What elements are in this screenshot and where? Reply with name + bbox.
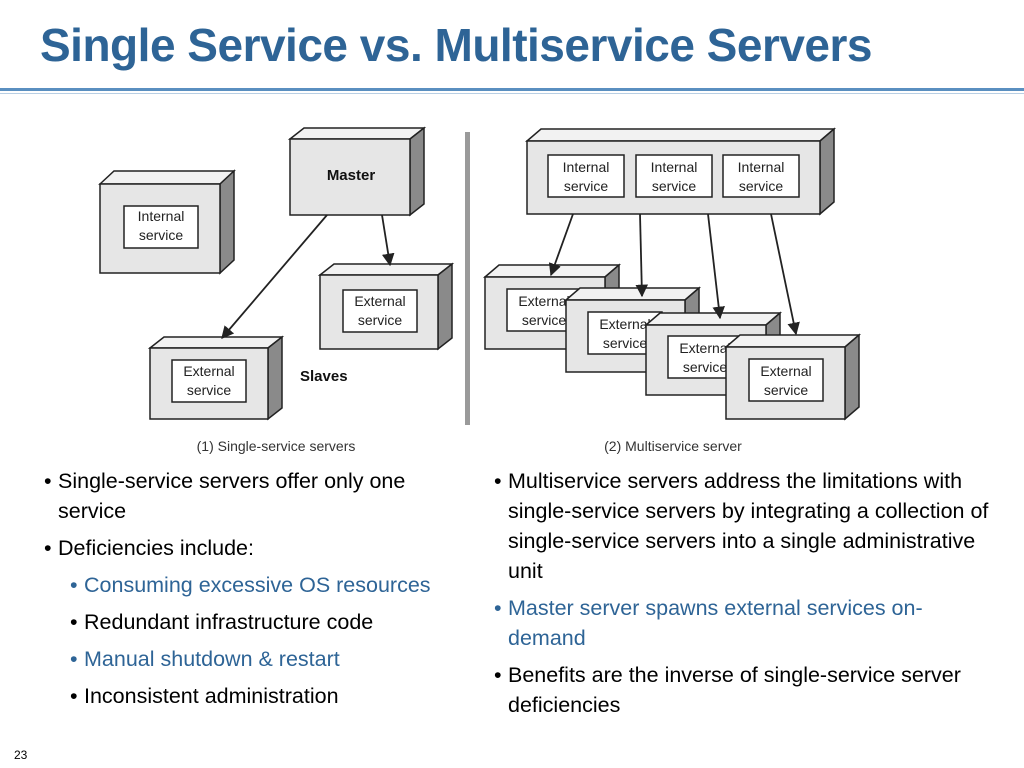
- right-external-node-4: External service: [723, 333, 862, 421]
- left-external-upper-label-1: External: [354, 293, 405, 309]
- bullet-marker: •: [70, 684, 78, 708]
- right-external-1-label-1: External: [518, 293, 569, 309]
- left-internal-node: Internal service: [98, 169, 236, 275]
- server-architecture-diagram: Internal service Master External service…: [98, 126, 862, 454]
- arrow-master-to-upper: [381, 214, 395, 267]
- bullet-item: •Master server spawns external services …: [494, 593, 994, 653]
- slide-title: Single Service vs. Multiservice Servers: [40, 19, 873, 71]
- bullet-text: Inconsistent administration: [84, 684, 339, 708]
- right-external-4-label-1: External: [760, 363, 811, 379]
- bullet-text: Benefits are the inverse of single-servi…: [508, 663, 961, 717]
- bullet-marker: •: [70, 610, 78, 634]
- slaves-label: Slaves: [300, 368, 348, 385]
- right-internal-1-label-2: service: [564, 178, 609, 194]
- arrow-multi-to-ext3: [707, 213, 725, 320]
- bullet-item: •Manual shutdown & restart: [70, 644, 464, 674]
- bullet-text: Manual shutdown & restart: [84, 647, 340, 671]
- bullet-item: •Benefits are the inverse of single-serv…: [494, 660, 994, 720]
- bullet-item: •Multiservice servers address the limita…: [494, 466, 994, 586]
- right-internal-1-label-1: Internal: [563, 159, 610, 175]
- bullet-marker: •: [70, 573, 78, 597]
- bullet-item: •Redundant infrastructure code: [70, 607, 464, 637]
- right-external-2-label-1: External: [599, 316, 650, 332]
- left-external-upper-label-2: service: [358, 312, 403, 328]
- master-label: Master: [327, 167, 376, 184]
- bullet-marker: •: [44, 469, 52, 493]
- right-internal-3-label-2: service: [739, 178, 784, 194]
- title-rule-thin: [0, 93, 1024, 94]
- left-external-node-lower: External service: [147, 335, 285, 421]
- right-external-3-label-1: External: [679, 340, 730, 356]
- bullet-text: Consuming excessive OS resources: [84, 573, 431, 597]
- bullet-item: •Single-service servers offer only one s…: [44, 466, 464, 526]
- arrow-multi-to-ext1: [548, 213, 574, 277]
- right-external-1-label-2: service: [522, 312, 567, 328]
- right-internal-2-label-2: service: [652, 178, 697, 194]
- bullet-text: Redundant infrastructure code: [84, 610, 374, 634]
- right-internal-2-label-1: Internal: [651, 159, 698, 175]
- arrow-multi-to-ext4: [770, 213, 800, 336]
- left-internal-label-2: service: [139, 227, 184, 243]
- bullet-marker: •: [494, 596, 502, 620]
- left-internal-label-1: Internal: [138, 208, 185, 224]
- left-caption: (1) Single-service servers: [197, 438, 356, 454]
- bullet-marker: •: [44, 536, 52, 560]
- left-bullet-list: •Single-service servers offer only one s…: [44, 466, 464, 718]
- right-external-4-label-2: service: [764, 382, 809, 398]
- bullet-marker: •: [494, 663, 502, 687]
- bullet-text: Single-service servers offer only one se…: [58, 469, 406, 523]
- bullet-text: Multiservice servers address the limitat…: [508, 469, 989, 583]
- bullet-item: •Deficiencies include:: [44, 533, 464, 563]
- bullet-item: •Consuming excessive OS resources: [70, 570, 464, 600]
- bullet-text: Master server spawns external services o…: [508, 596, 923, 650]
- right-external-3-label-2: service: [683, 359, 728, 375]
- right-master-node: Internal service Internal service Intern…: [524, 127, 837, 216]
- title-rule: [0, 88, 1024, 91]
- left-external-node-upper: External service: [317, 262, 455, 351]
- left-external-lower-label-1: External: [183, 363, 234, 379]
- right-bullet-list: •Multiservice servers address the limita…: [494, 466, 994, 727]
- bullet-marker: •: [70, 647, 78, 671]
- bullet-marker: •: [494, 469, 502, 493]
- right-internal-3-label-1: Internal: [738, 159, 785, 175]
- right-caption: (2) Multiservice server: [604, 438, 742, 454]
- bullet-text: Deficiencies include:: [58, 536, 254, 560]
- page-number: 23: [14, 748, 28, 762]
- bullet-item: •Inconsistent administration: [70, 681, 464, 711]
- arrow-multi-to-ext2: [635, 213, 649, 298]
- arrow-master-to-lower: [221, 214, 328, 339]
- left-external-lower-label-2: service: [187, 382, 232, 398]
- diagram-divider: [465, 132, 470, 425]
- right-external-2-label-2: service: [603, 335, 648, 351]
- left-master-node: Master: [287, 126, 427, 217]
